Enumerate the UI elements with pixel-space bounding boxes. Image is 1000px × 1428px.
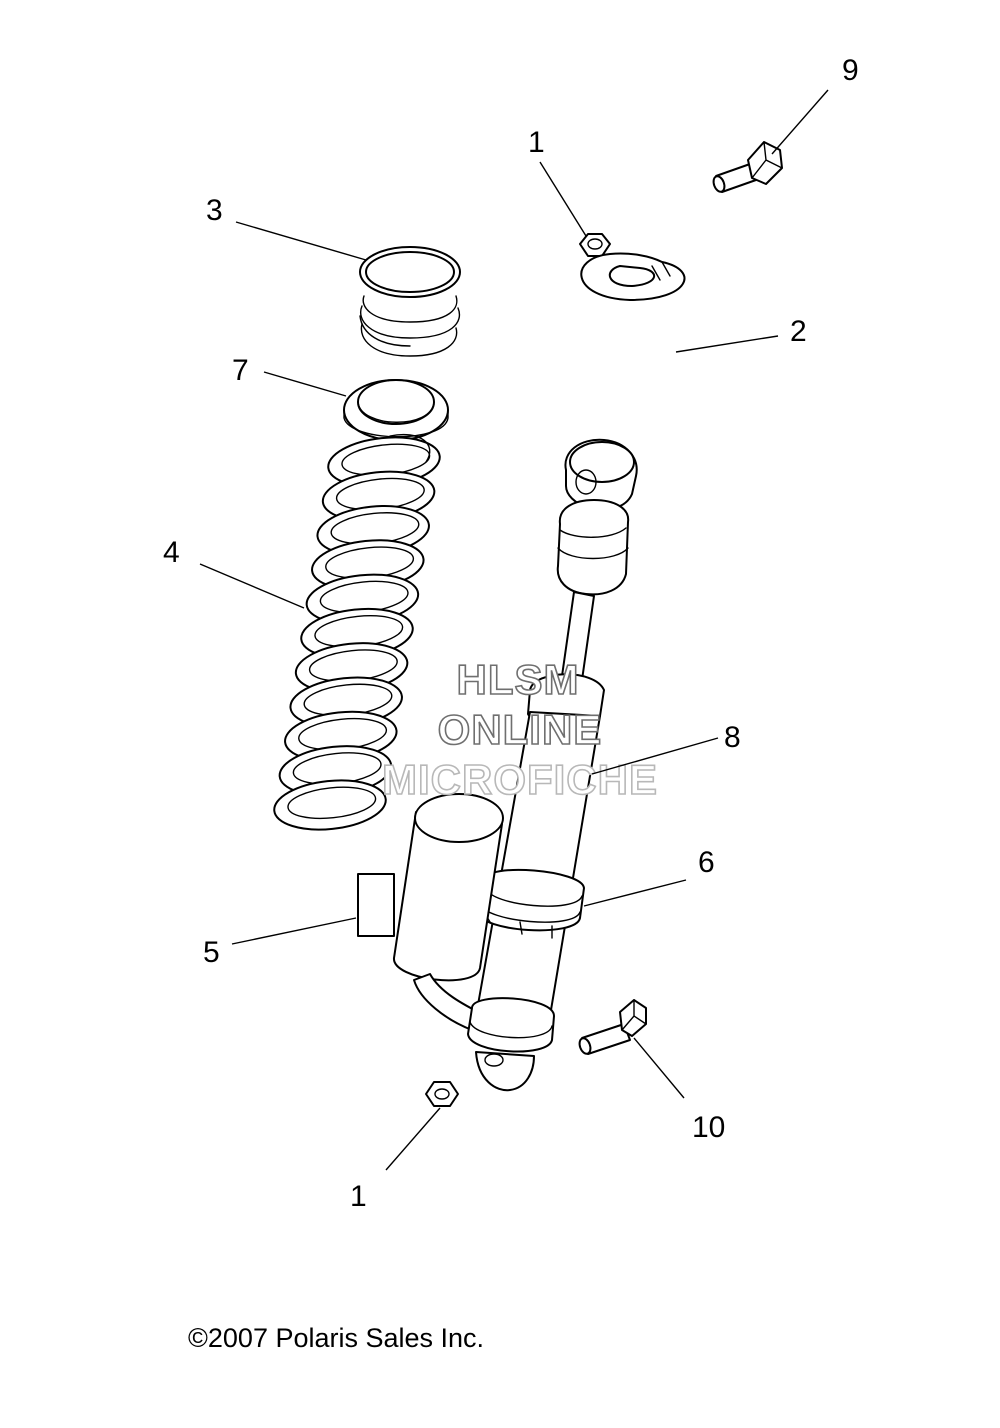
nut-part-1-bottom: [425, 1081, 459, 1107]
leader-lines: [199, 89, 829, 1171]
watermark-line-1: HLSM: [457, 656, 580, 703]
leader-6: [583, 879, 687, 907]
watermark-line-2: ONLINE: [438, 706, 603, 753]
coil-top-end: [389, 434, 431, 463]
coil-spring-part-4: [273, 434, 441, 831]
nut-part-1-top: [579, 233, 611, 257]
copyright-notice: ©2007 Polaris Sales Inc.: [188, 1323, 484, 1353]
leader-9: [771, 89, 829, 155]
callout-labels: 1 9 3 2 7 4 8 6 5 10 1: [163, 54, 859, 1213]
leader-8: [591, 737, 719, 775]
bolt-part-10: [578, 999, 647, 1055]
leader-10: [633, 1037, 685, 1099]
leader-3: [235, 221, 367, 261]
leader-1-top: [539, 161, 587, 237]
callout-4: 4: [163, 536, 180, 569]
watermark-line-3: MICROFICHE: [382, 756, 658, 803]
callout-1-top: 1: [528, 126, 545, 159]
leader-7: [263, 371, 347, 397]
callout-10: 10: [692, 1111, 725, 1144]
bolt-part-9: [712, 141, 783, 193]
reservoir-part-5: [357, 793, 504, 1031]
callout-7: 7: [232, 354, 249, 387]
callout-9: 9: [842, 54, 859, 87]
callout-6: 6: [698, 846, 715, 879]
callout-2: 2: [790, 315, 807, 348]
coil-turn-inner: [287, 786, 377, 820]
small-spring-part-3: [359, 246, 461, 357]
leader-1-bottom: [385, 1107, 441, 1171]
callout-3: 3: [206, 194, 223, 227]
leader-4: [199, 563, 305, 609]
leader-5: [231, 917, 357, 945]
callout-8: 8: [724, 721, 741, 754]
callout-1-bottom: 1: [350, 1180, 367, 1213]
spring-seat-part-7: [343, 379, 449, 441]
leader-2: [675, 335, 779, 353]
watermark: HLSM ONLINE MICROFICHE: [381, 655, 658, 804]
clip-part-2: [580, 252, 686, 301]
callout-5: 5: [203, 936, 220, 969]
shock-absorber-part-8: [357, 438, 638, 1092]
